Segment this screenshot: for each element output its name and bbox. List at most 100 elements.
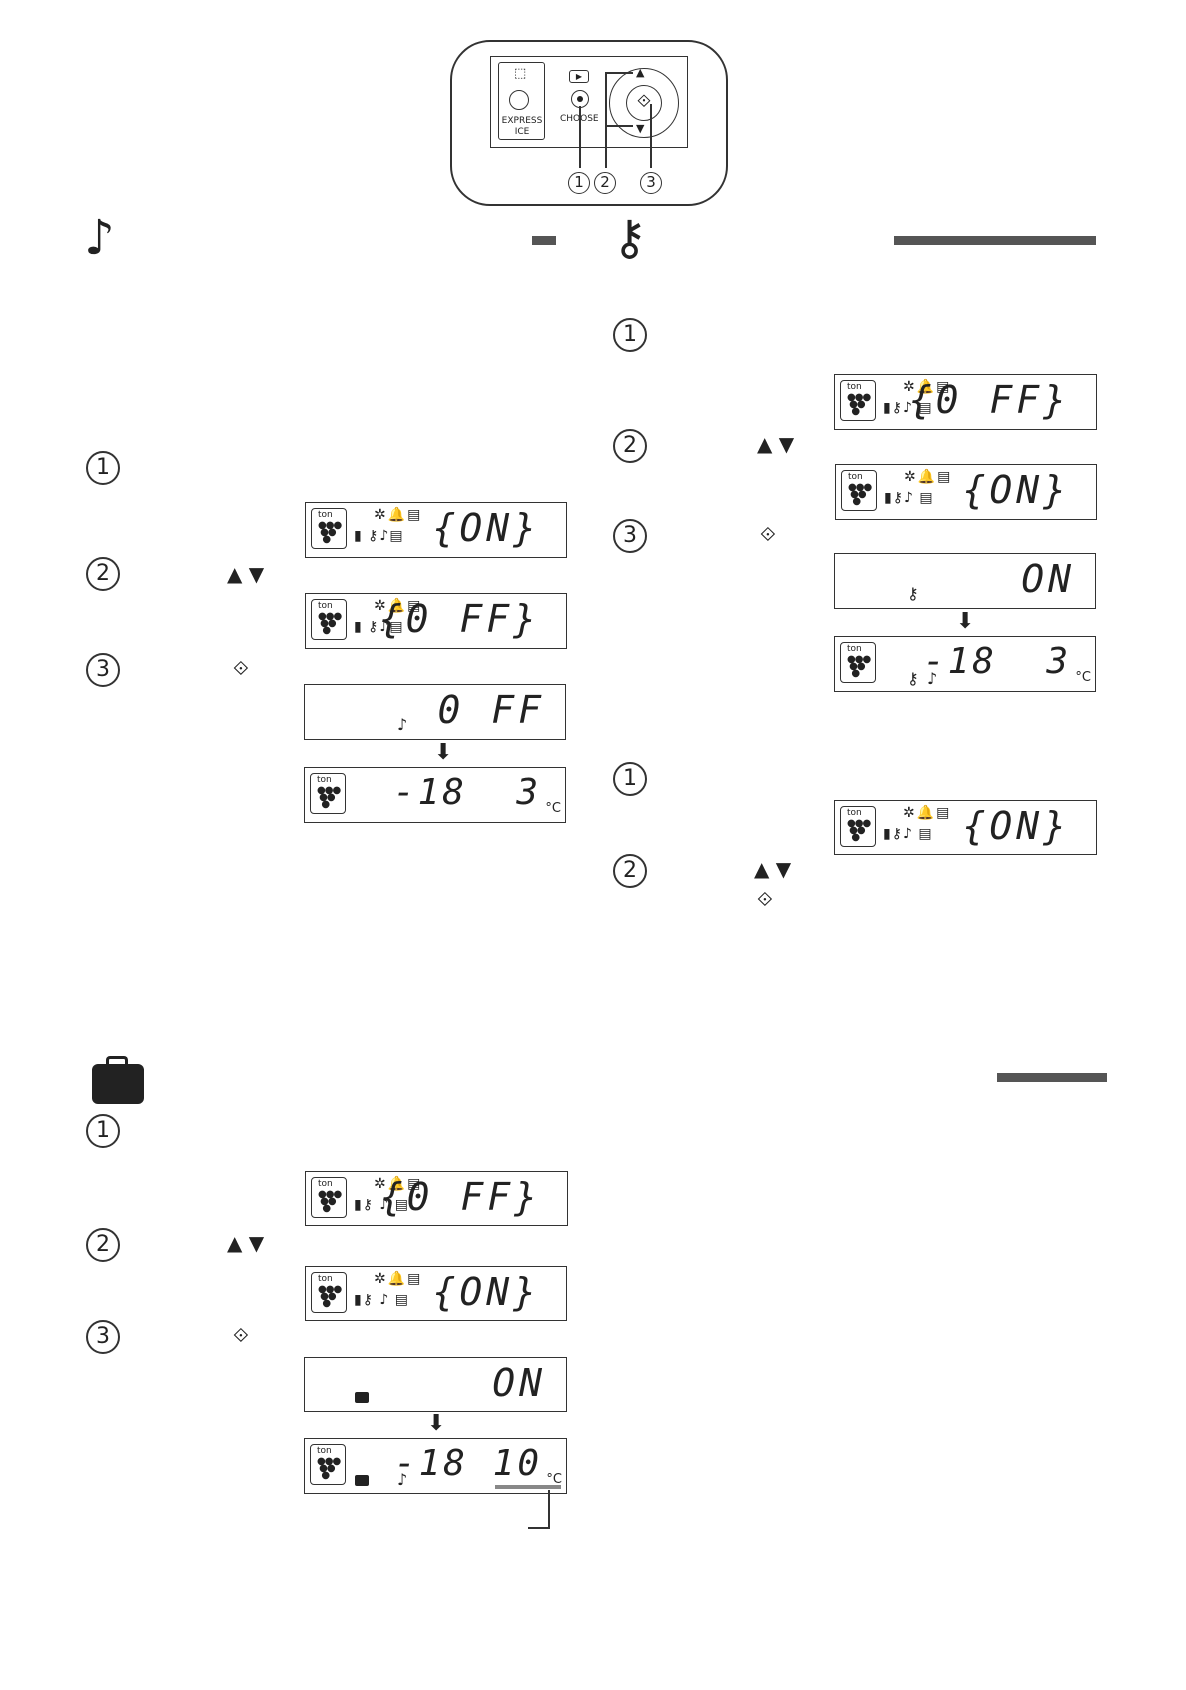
callout-line-1	[579, 106, 581, 168]
set-button[interactable]	[626, 85, 662, 121]
step-1-marker: 1	[86, 1114, 120, 1148]
lcd-display: ton●●● ●● ● ✲🔔▤ ▮⚷ ♪ ▤ {ON}	[305, 1266, 567, 1321]
key-icon: ⚷	[612, 210, 648, 266]
grape-icon: ton●●● ●● ●	[310, 773, 346, 814]
highlight-underline	[495, 1485, 561, 1489]
callout-3: 3	[640, 172, 662, 194]
up-down-arrows-icon: ▲ ▼	[754, 857, 792, 881]
express-ice-button-frame	[498, 62, 545, 140]
callout-1: 1	[568, 172, 590, 194]
section-bar	[997, 1073, 1107, 1082]
up-down-arrows-icon: ▲ ▼	[227, 1231, 265, 1255]
set-icon: ⟐	[636, 91, 652, 112]
celsius-unit: °C	[1075, 670, 1091, 685]
grape-icon: ton●●● ●● ●	[840, 642, 876, 683]
grape-icon: ton●●● ●● ●	[311, 1177, 347, 1218]
lcd-display: ton●●● ●● ● ♪ -18 10 °C	[304, 1438, 567, 1494]
status-icons-row2: ▮⚷♪ ▤	[884, 490, 934, 506]
up-down-arrows-icon: ▲ ▼	[227, 562, 265, 586]
temperature-readout: -18 3	[922, 641, 1071, 682]
grape-icon: ton●●● ●● ●	[840, 806, 876, 847]
status-icons: ✲🔔▤	[374, 1176, 423, 1192]
down-arrow-icon: ⬇	[956, 609, 975, 634]
step-1-marker: 1	[86, 451, 120, 485]
down-arrow-icon[interactable]: ▼	[636, 122, 645, 135]
step-2-marker: 2	[613, 854, 647, 888]
up-arrow-icon[interactable]: ▲	[636, 66, 645, 79]
set-icon: ⟐	[233, 1323, 249, 1347]
lcd-display: ton●●● ●● ● ⚷ ♪ -18 3 °C	[834, 636, 1096, 692]
section-bar	[532, 236, 556, 245]
step-3-marker: 3	[86, 653, 120, 687]
play-icon: ▶	[569, 70, 589, 83]
adjust-dial[interactable]	[609, 68, 679, 138]
lcd-display: ton●●● ●● ● ✲🔔▤ ▮⚷ ♪ ▤ {0 FF}	[305, 1171, 568, 1226]
choose-button-dot	[577, 96, 583, 102]
suitcase-icon	[355, 1475, 369, 1486]
status-icons-row2: ▮⚷♪ ▤	[883, 400, 933, 416]
music-note-icon: ♪	[397, 715, 408, 734]
down-arrow-icon: ⬇	[427, 1411, 446, 1436]
grape-icon: ton●●● ●● ●	[310, 1444, 346, 1485]
lcd-display: ⚷ ON	[834, 553, 1096, 609]
express-ice-label: EXPRESS ICE	[501, 116, 543, 137]
suitcase-handle	[106, 1056, 128, 1066]
status-icons: ✲🔔▤	[374, 1271, 423, 1287]
lcd-readout: {0 FF}	[378, 597, 540, 641]
step-2-marker: 2	[613, 429, 647, 463]
status-icons-row2: ▮⚷♪ ▤	[883, 826, 933, 842]
suitcase-icon	[355, 1392, 369, 1403]
grape-icon: ton●●● ●● ●	[311, 599, 347, 640]
callout-2: 2	[594, 172, 616, 194]
step-3-marker: 3	[86, 1320, 120, 1354]
status-icons-row2: ▮ ⚷♪▤	[354, 528, 404, 544]
grape-icon: ton●●● ●● ●	[311, 508, 347, 549]
celsius-unit: °C	[545, 801, 561, 816]
set-icon: ⟐	[233, 656, 249, 680]
lcd-readout: ON	[492, 1361, 546, 1405]
pointer-line	[548, 1490, 550, 1528]
control-panel	[450, 40, 728, 206]
status-icons-row2: ▮⚷ ♪ ▤	[354, 1197, 410, 1213]
key-icon: ⚷	[907, 584, 919, 603]
callout-line-2-top	[605, 72, 633, 74]
lcd-readout: {ON}	[962, 468, 1070, 512]
section-bar	[894, 236, 1096, 245]
lcd-readout: {ON}	[432, 1270, 540, 1314]
express-ice-button[interactable]	[509, 90, 529, 110]
status-icons: ✲🔔▤	[903, 379, 952, 395]
set-icon: ⟐	[760, 522, 776, 546]
control-panel-inner	[490, 56, 688, 148]
set-icon: ⟐	[757, 887, 773, 911]
up-down-arrows-icon: ▲ ▼	[757, 432, 795, 456]
lcd-readout: {0 FF}	[379, 1175, 541, 1219]
status-icons: ✲🔔▤	[374, 598, 423, 614]
suitcase-icon	[92, 1064, 144, 1104]
temperature-readout: -18 10	[393, 1443, 542, 1484]
callout-line-2	[605, 72, 607, 168]
lcd-display: ton●●● ●● ● ✲🔔▤ ▮ ⚷♪▤ {0 FF}	[305, 593, 567, 649]
callout-line-3	[650, 104, 652, 168]
step-2-marker: 2	[86, 557, 120, 591]
step-3-marker: 3	[613, 519, 647, 553]
step-1-marker: 1	[613, 762, 647, 796]
lcd-display: ton●●● ●● ● ✲🔔▤ ▮⚷♪ ▤ {ON}	[835, 464, 1097, 520]
grape-icon: ton●●● ●● ●	[311, 1272, 347, 1313]
lcd-display: ON	[304, 1357, 567, 1412]
music-note-icon: ♪	[927, 669, 938, 688]
lcd-display: ton●●● ●● ● ✲🔔▤ ▮⚷♪ ▤ {ON}	[834, 800, 1097, 855]
lcd-display: ♪ 0 FF	[304, 684, 566, 740]
status-icons: ✲🔔▤	[374, 507, 423, 523]
lcd-display: ton●●● ●● ● -18 3 °C	[304, 767, 566, 823]
music-note-icon: ♪	[84, 210, 115, 266]
status-icons: ✲🔔▤	[904, 469, 953, 485]
status-icons: ✲🔔▤	[903, 805, 952, 821]
status-icons-row2: ▮ ⚷♪▤	[354, 619, 404, 635]
step-1-marker: 1	[613, 318, 647, 352]
temperature-readout: -18 3	[392, 772, 541, 813]
key-icon: ⚷	[907, 669, 919, 688]
lcd-readout: 0 FF	[437, 688, 545, 732]
status-icons-row2: ▮⚷ ♪ ▤	[354, 1292, 410, 1308]
down-arrow-icon: ⬇	[434, 740, 453, 765]
lcd-display: ton●●● ●● ● ✲🔔▤ ▮⚷♪ ▤ {0 FF}	[834, 374, 1097, 430]
